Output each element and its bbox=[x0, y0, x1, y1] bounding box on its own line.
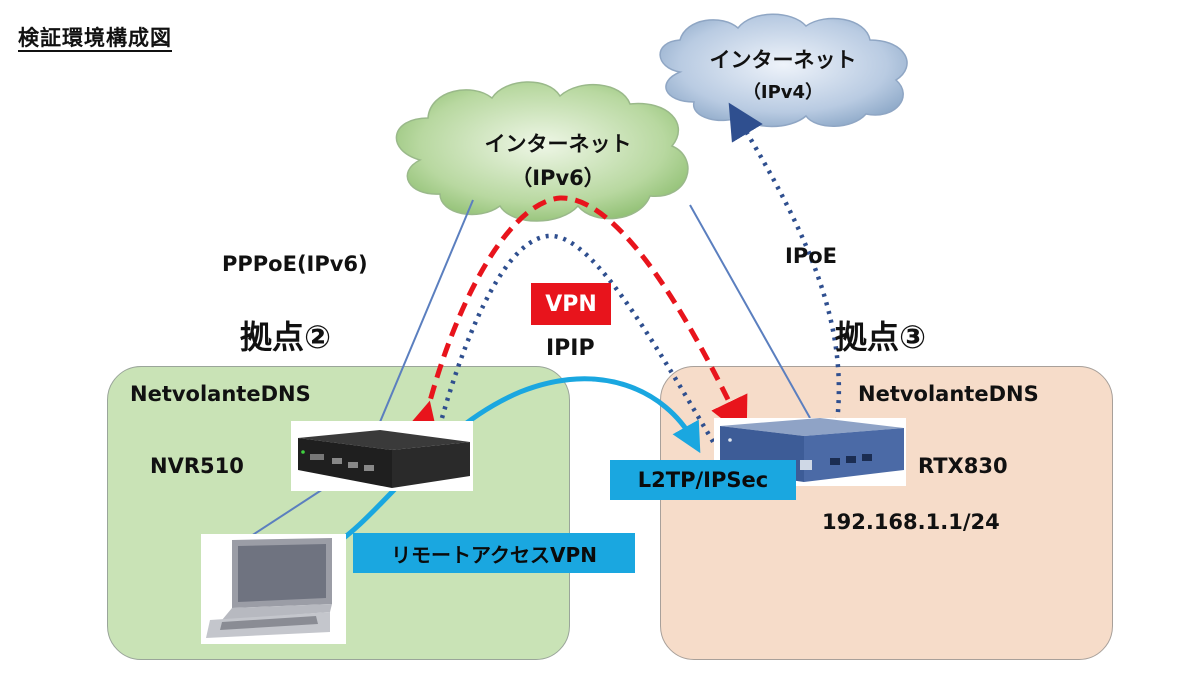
cloud-ipv6-label: インターネット （IPv6） bbox=[464, 128, 652, 192]
site-3-name: 拠点③ bbox=[835, 318, 927, 356]
ipoe-link-line bbox=[689, 204, 811, 419]
nvr510-label: NVR510 bbox=[150, 454, 244, 478]
cloud-ipv4-label: インターネット （IPv4） bbox=[676, 44, 890, 104]
site-2-dns-label: NetvolanteDNS bbox=[130, 382, 311, 406]
ipip-tunnel-line bbox=[439, 233, 717, 447]
pppoe-link-line bbox=[379, 199, 474, 423]
diagram-title: 検証環境構成図 bbox=[18, 26, 172, 50]
nvr510-router-image bbox=[291, 421, 473, 491]
l2tp-ipsec-badge: L2TP/IPSec bbox=[610, 460, 796, 500]
ipv4-path-line bbox=[728, 102, 842, 431]
site-2-name: 拠点② bbox=[240, 318, 332, 356]
cloud-ipv6-shape bbox=[395, 81, 689, 222]
site-3-dns-label: NetvolanteDNS bbox=[858, 382, 1039, 406]
rtx830-address-label: 192.168.1.1/24 bbox=[822, 510, 1000, 534]
rtx830-label: RTX830 bbox=[918, 454, 1008, 478]
laptop-image bbox=[201, 534, 346, 644]
site-3-box bbox=[660, 366, 1113, 660]
remote-access-arrow bbox=[324, 376, 701, 553]
ipip-label: IPIP bbox=[546, 336, 595, 361]
cloud-ipv4-line2: （IPv4） bbox=[742, 82, 824, 103]
ipoe-label: IPoE bbox=[785, 244, 837, 268]
vpn-tunnel-arrow bbox=[400, 195, 748, 445]
cloud-ipv6-line2: （IPv6） bbox=[511, 166, 605, 190]
pppoe-label: PPPoE(IPv6) bbox=[222, 252, 368, 276]
remote-access-vpn-badge: リモートアクセスVPN bbox=[353, 533, 635, 573]
cloud-ipv4-line1: インターネット bbox=[709, 48, 857, 72]
vpn-badge: VPN bbox=[531, 283, 611, 325]
cloud-ipv6-line1: インターネット bbox=[484, 132, 632, 156]
cloud-ipv4-shape bbox=[659, 13, 908, 128]
